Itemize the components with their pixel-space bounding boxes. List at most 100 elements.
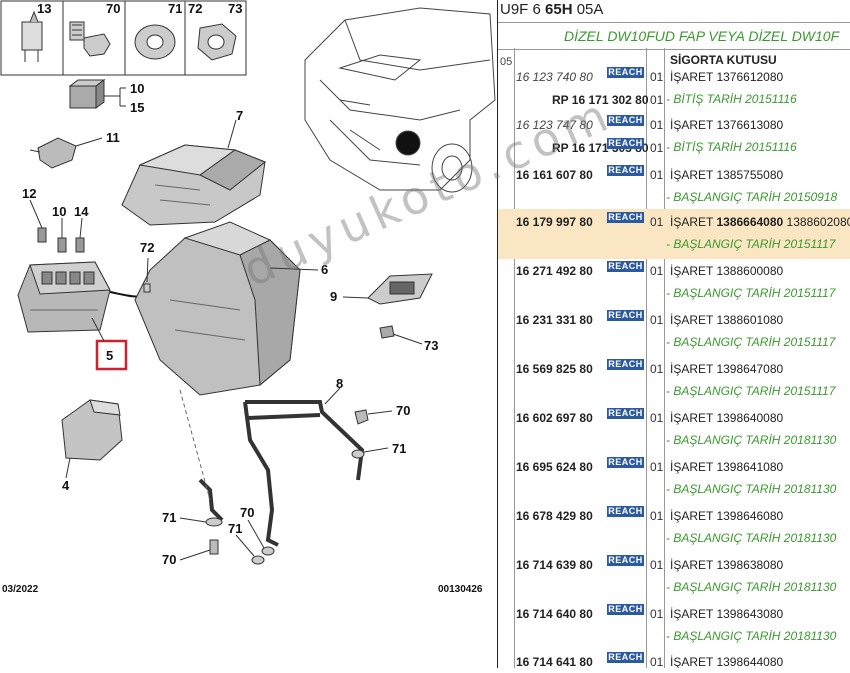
label-71-bottom: 71	[162, 510, 176, 525]
part-date: - BAŞLANGIÇ TARİH 20181130	[666, 482, 837, 496]
reach-badge[interactable]: REACH	[607, 652, 644, 663]
nut-thumbnail-icon[interactable]	[197, 23, 237, 61]
engine-subtitle: DİZEL DW10FUD FAP VEYA DİZEL DW10F	[498, 22, 850, 50]
label-9: 9	[330, 289, 337, 304]
label-70-right: 70	[396, 403, 410, 418]
fuse-box-cover-icon[interactable]	[121, 144, 266, 226]
label-7: 7	[236, 108, 243, 123]
reach-badge[interactable]: REACH	[607, 212, 644, 223]
label-73-top: 73	[228, 1, 242, 16]
part-date: - BAŞLANGIÇ TARİH 20181130	[666, 531, 837, 545]
part-date: - BAŞLANGIÇ TARİH 20151117	[666, 384, 836, 398]
part-description: İŞARET 1388601080	[670, 313, 784, 327]
reach-badge[interactable]: REACH	[607, 67, 644, 78]
small-bolt-icon[interactable]	[143, 283, 151, 293]
label-11: 11	[106, 130, 120, 145]
col-line-2	[646, 48, 647, 668]
label-14: 14	[74, 204, 89, 219]
label-12: 12	[22, 186, 36, 201]
label-71-top: 71	[168, 1, 182, 16]
part-date: - BAŞLANGIÇ TARİH 20151117	[666, 335, 836, 349]
part-date: - BAŞLANGIÇ TARİH 20181130	[666, 629, 837, 643]
part-description: İŞARET 1398647080	[670, 362, 784, 376]
reach-badge[interactable]: REACH	[607, 359, 644, 370]
screw-icon[interactable]	[379, 325, 395, 339]
part-reference[interactable]: 16 123 747 80	[516, 118, 593, 132]
cover-part-icon[interactable]	[61, 399, 123, 461]
bolt-bottom-icon[interactable]	[209, 539, 219, 555]
part-reference[interactable]: 16 569 825 80	[516, 362, 593, 376]
part-reference[interactable]: 16 271 492 80	[516, 264, 593, 278]
quantity: 01	[650, 411, 664, 425]
part-reference[interactable]: 16 714 640 80	[516, 607, 593, 621]
quantity: 01	[650, 655, 664, 668]
part-description: İŞARET 1398640080	[670, 411, 784, 425]
reach-badge[interactable]: REACH	[607, 310, 644, 321]
quantity: 01	[650, 118, 664, 132]
variant-code: U9F 6 65H 05A	[500, 1, 603, 18]
diagram-number: 00130426	[438, 584, 483, 595]
part-description: İŞARET 1398641080	[670, 460, 784, 474]
reach-badge[interactable]: REACH	[607, 165, 644, 176]
connector-icon[interactable]	[29, 137, 77, 169]
code-part-2: 65H	[545, 1, 573, 18]
reach-badge[interactable]: REACH	[607, 555, 644, 566]
part-reference[interactable]: 16 161 607 80	[516, 168, 593, 182]
washer-bottom-right-icon[interactable]	[251, 546, 275, 565]
exploded-parts-diagram: 13 70 71 72 73 10 15 11 7	[0, 0, 496, 595]
col-line-3	[664, 48, 665, 668]
fuse-box-tray-icon[interactable]	[134, 221, 301, 396]
part-reference[interactable]: 16 714 641 80	[516, 655, 593, 668]
part-date: - BİTİŞ TARİH 20151116	[666, 140, 797, 154]
relay-icon[interactable]	[68, 79, 106, 109]
part-reference[interactable]: 16 123 740 80	[516, 70, 593, 84]
reach-badge[interactable]: REACH	[607, 506, 644, 517]
part-reference[interactable]: RP 16 171 302 80	[552, 93, 649, 107]
label-72: 72	[140, 240, 154, 255]
part-reference[interactable]: 16 678 429 80	[516, 509, 593, 523]
fuse-box-icon[interactable]	[17, 261, 111, 333]
bolt-thumbnail-icon[interactable]	[69, 21, 111, 57]
part-description: İŞARET 1376613080	[670, 118, 784, 132]
label-10-relay: 10	[130, 81, 144, 96]
part-reference[interactable]: 16 602 697 80	[516, 411, 593, 425]
mini-fuse-icons[interactable]	[37, 227, 85, 253]
reach-badge[interactable]: REACH	[607, 604, 644, 615]
part-date: - BİTİŞ TARİH 20151116	[666, 92, 797, 106]
part-description: İŞARET 1398638080	[670, 558, 784, 572]
quantity: 01	[650, 215, 664, 229]
part-description: İŞARET 1385755080	[670, 168, 784, 182]
part-date: - BAŞLANGIÇ TARİH 20181130	[666, 580, 837, 594]
reach-badge[interactable]: REACH	[607, 408, 644, 419]
label-71-bottom-right: 70	[240, 505, 254, 520]
washer-bottom-icon[interactable]	[205, 517, 223, 527]
part-reference[interactable]: 16 714 639 80	[516, 558, 593, 572]
quantity: 01	[650, 362, 664, 376]
washer-right-icon[interactable]	[351, 449, 365, 459]
reach-badge[interactable]: REACH	[607, 261, 644, 272]
col-line-1	[514, 48, 515, 668]
highlighted-row	[498, 209, 850, 259]
quantity: 01	[650, 607, 664, 621]
label-73: 73	[424, 338, 438, 353]
part-reference[interactable]: 16 179 997 80	[516, 215, 593, 229]
fuse-thumbnail-icon[interactable]	[21, 10, 43, 62]
parts-list-panel: U9F 6 65H 05A DİZEL DW10FUD FAP VEYA DİZ…	[498, 0, 850, 668]
quantity: 01	[650, 70, 664, 84]
quantity: 01	[650, 509, 664, 523]
part-date: - BAŞLANGIÇ TARİH 20151117	[666, 237, 836, 251]
reach-badge[interactable]: REACH	[607, 115, 644, 126]
mounting-bracket-icon[interactable]	[198, 400, 365, 547]
part-reference[interactable]: 16 231 331 80	[516, 313, 593, 327]
quantity: 01	[650, 93, 664, 107]
part-description: İŞARET 1376612080	[670, 70, 784, 84]
part-description: İŞARET 1398643080	[670, 607, 784, 621]
washer-thumbnail-icon[interactable]	[134, 24, 176, 60]
label-plate-icon[interactable]	[367, 273, 433, 305]
quantity: 01	[650, 141, 664, 155]
reach-badge[interactable]: REACH	[607, 457, 644, 468]
bolt-right-icon[interactable]	[354, 409, 369, 425]
code-part-3: 05A	[572, 1, 604, 18]
reach-badge[interactable]: REACH	[607, 138, 644, 149]
part-reference[interactable]: 16 695 624 80	[516, 460, 593, 474]
